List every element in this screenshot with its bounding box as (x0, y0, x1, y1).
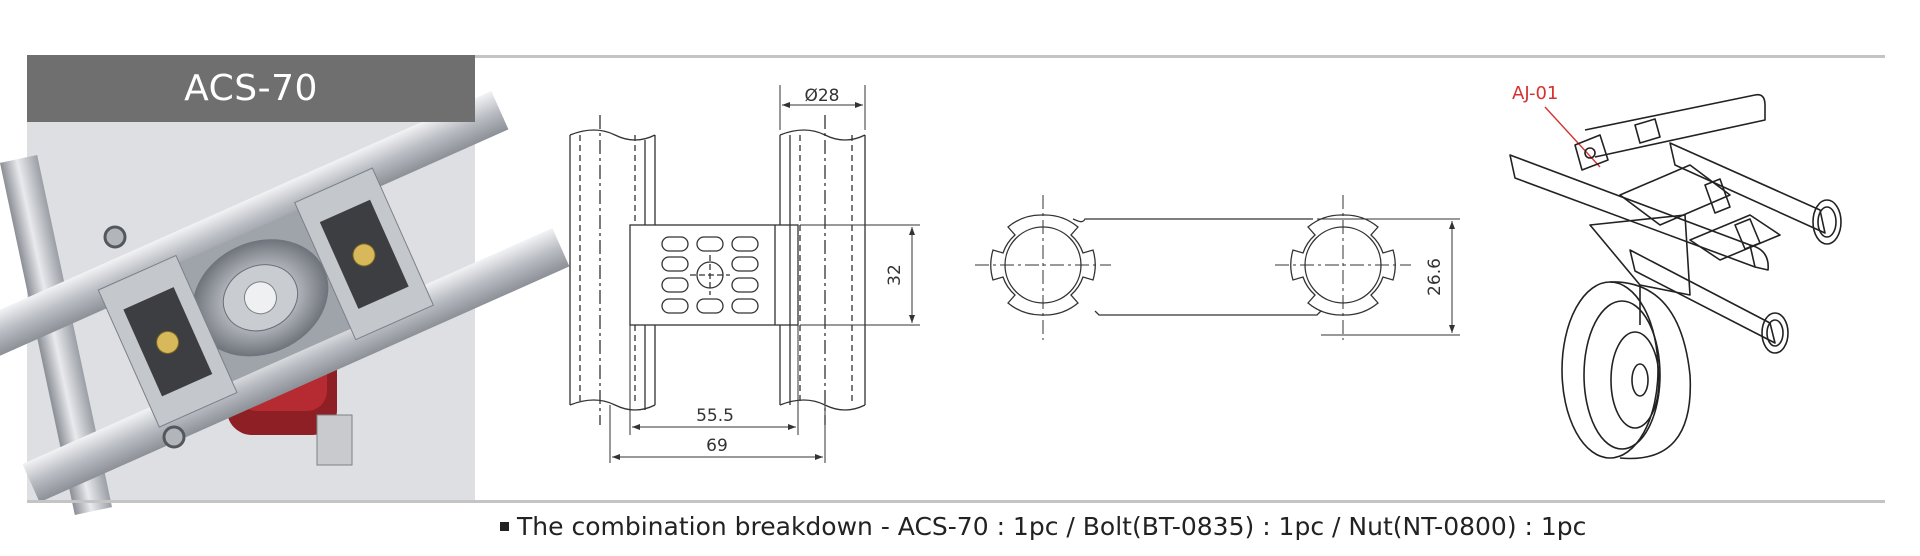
product-title: ACS-70 (184, 68, 318, 109)
product-photo (0, 55, 570, 516)
height-dimension-label: 32 (885, 264, 905, 286)
side-height-dimension-label: 26.6 (1425, 258, 1445, 296)
diameter-dimension-label: Ø28 (804, 86, 839, 106)
product-photo-illustration (0, 55, 570, 516)
part-callout-leader (1544, 106, 1601, 168)
product-title-bar: ACS-70 (27, 55, 475, 122)
assembly-drawing: AJ-01 (1509, 83, 1842, 460)
side-view-drawing: 26.6 (975, 195, 1460, 340)
inner-width-dimension-label: 55.5 (696, 406, 734, 426)
top-divider (475, 55, 1885, 58)
combination-note: The combination breakdown - ACS-70 : 1pc… (500, 506, 1586, 546)
bullet-icon (500, 521, 509, 531)
part-callout-label: AJ-01 (1512, 83, 1558, 104)
combination-note-text: The combination breakdown - ACS-70 : 1pc… (517, 511, 1587, 541)
outer-width-dimension-label: 69 (706, 436, 728, 456)
front-view-drawing: Ø28 32 55.5 69 (569, 85, 920, 463)
bottom-divider (27, 500, 1885, 503)
